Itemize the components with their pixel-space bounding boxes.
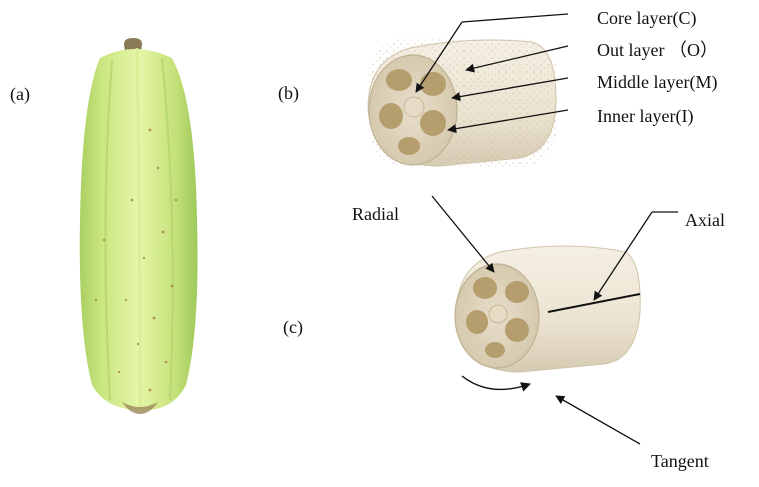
tangent-label: Tangent bbox=[651, 451, 709, 471]
radial-label: Radial bbox=[352, 204, 399, 224]
out-layer-label: Out layer （O） bbox=[597, 40, 718, 60]
tangent-arrow bbox=[555, 395, 641, 445]
core-layer bbox=[488, 304, 508, 324]
inner-cavity bbox=[466, 310, 488, 334]
axial-arrow bbox=[593, 211, 653, 301]
tangent-curved-arrow bbox=[461, 375, 531, 392]
sponge-directions-specimen bbox=[431, 195, 678, 445]
gourd-base bbox=[122, 402, 158, 414]
core-layer-label: Core layer(C) bbox=[597, 8, 696, 29]
sponge-layers-specimen bbox=[367, 13, 569, 168]
gourd-rib bbox=[104, 59, 113, 401]
panel-label-a: (a) bbox=[10, 84, 30, 105]
gourd-rib bbox=[161, 57, 174, 401]
axial-label: Axial bbox=[685, 210, 725, 230]
inner-cavity bbox=[420, 110, 446, 136]
inner-cavity bbox=[386, 69, 412, 91]
inner-layer-label: Inner layer(I) bbox=[597, 106, 693, 127]
middle-layer-arrow bbox=[451, 77, 569, 102]
panel-label-c: (c) bbox=[283, 317, 303, 338]
inner-cavity bbox=[485, 342, 505, 358]
inner-cavity bbox=[505, 281, 529, 303]
inner-layer-arrow bbox=[447, 109, 569, 134]
middle-layer-label: Middle layer(M) bbox=[597, 72, 717, 93]
out-layer-arrow bbox=[465, 45, 569, 73]
inner-cavity bbox=[505, 318, 529, 342]
inner-cavity bbox=[379, 103, 403, 129]
radial-arrow bbox=[431, 195, 495, 273]
axial-axis-line bbox=[547, 293, 641, 313]
gourd-rib bbox=[135, 47, 142, 409]
fresh-luffa-gourd bbox=[79, 38, 198, 414]
core-layer-pointer bbox=[461, 13, 569, 23]
core-layer-arrow bbox=[415, 21, 463, 93]
core-layer bbox=[403, 96, 425, 118]
inner-cavity bbox=[473, 277, 497, 299]
inner-cavity bbox=[420, 72, 446, 96]
panel-label-b: (b) bbox=[278, 83, 299, 104]
inner-cavity bbox=[398, 137, 420, 155]
gourd-speckles bbox=[94, 128, 178, 392]
